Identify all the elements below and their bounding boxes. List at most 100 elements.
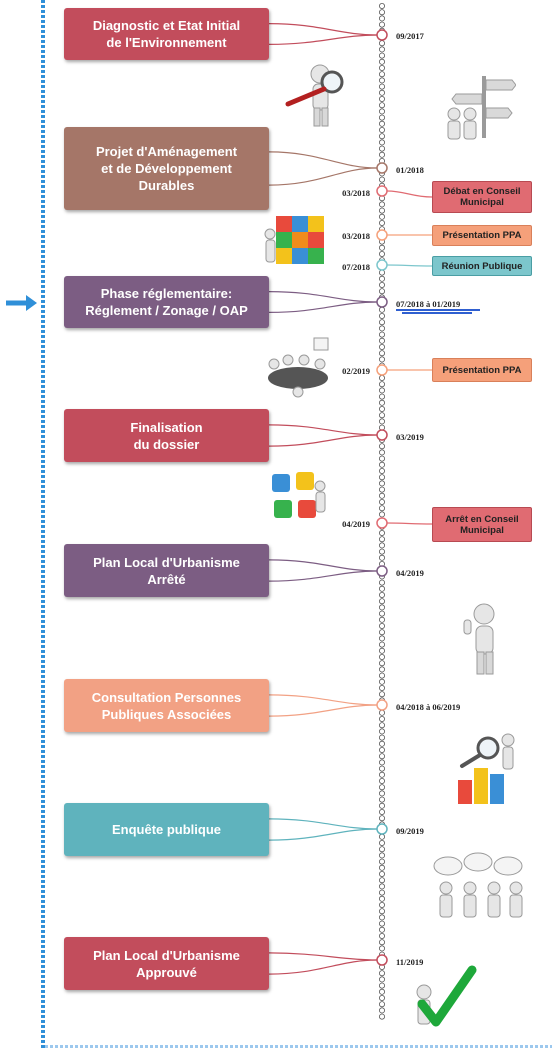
spine-ring [378,3,385,9]
magnifier-chart-icon [458,733,515,804]
spine-ring [378,716,385,723]
phase-connector [268,570,378,582]
event-node [376,185,388,197]
spine-ring [378,647,385,654]
phase-date: 11/2019 [396,957,424,967]
spine-ring [378,58,385,65]
phase-label: Projet d'Aménagement et de Développement… [95,144,238,193]
spine-ring [378,1007,385,1014]
spine-ring [378,908,385,915]
event-node [376,364,388,376]
spine-ring [378,815,385,822]
phase-box-enquete-publique: Enquête publique [64,803,269,856]
spine-ring [378,809,385,816]
spine-ring [378,511,385,518]
spine-ring [378,269,385,276]
spine-ring [378,412,385,419]
spine-ring [378,443,385,450]
spine-ring [378,616,385,623]
spine-ring [378,96,385,103]
spine-ring [378,114,385,121]
spine-ring [378,467,385,474]
spine-ring [378,486,385,493]
phase-connector [268,434,378,447]
phase-box-padd: Projet d'Aménagement et de Développement… [64,127,269,210]
spine-ring [378,982,385,989]
phase-connector [268,291,378,303]
spine-ring [378,176,385,183]
phase-date: 07/2018 à 01/2019 [396,299,461,309]
spine-ring [378,461,385,468]
event-date: 03/2018 [342,188,370,198]
spine-ring [378,455,385,462]
signpost-figures-icon [447,76,516,140]
phase-connector [268,301,378,313]
spine-ring [378,747,385,754]
spine-ring [378,399,385,406]
spine-ring [378,895,385,902]
checkmark-figure-icon [416,965,477,1027]
spine-ring [378,9,385,16]
spine-ring [378,778,385,785]
spine-ring [378,858,385,865]
spine-ring [378,250,385,257]
spine-ring [378,877,385,884]
spine-ring [378,660,385,667]
event-date: 07/2018 [342,262,370,272]
spine-ring [378,635,385,642]
spine-ring [378,120,385,127]
current-phase-arrow-icon [6,295,37,311]
spine-ring [378,381,385,388]
spine-ring [378,201,385,208]
event-node [376,517,388,529]
spine-ring [378,846,385,853]
spine-ring [378,902,385,909]
spine-ring [378,629,385,636]
magnifier-figure-icon [285,64,344,127]
phase-node [376,954,388,966]
spine-ring [378,709,385,716]
event-box-reunion-publique: Réunion Publique [432,256,532,276]
spine-ring [378,592,385,599]
spine-ring [378,728,385,735]
event-date: 04/2019 [342,519,370,529]
spine-ring [378,759,385,766]
event-label: Présentation PPA [442,230,522,241]
spine-ring [378,1013,385,1020]
phase-connector [268,559,378,572]
spine-ring [378,945,385,952]
puzzle-pieces-icon [272,472,326,518]
spine-ring [378,734,385,741]
spine-ring [378,976,385,983]
event-date: 03/2018 [342,231,370,241]
spine-ring [378,219,385,226]
spine-ring [378,933,385,940]
spine-ring [378,474,385,481]
spine-ring [378,641,385,648]
phase-label: Consultation Personnes Publiques Associé… [91,689,242,722]
spine-ring [378,802,385,809]
phase-node [376,296,388,308]
spine-ring [378,83,385,90]
phase-label: Plan Local d'Urbanisme Arrêté [93,554,240,587]
spine-ring [378,889,385,896]
event-node [376,229,388,241]
spine-ring [378,102,385,109]
phase-connector [268,34,378,45]
spine-ring [378,765,385,772]
phase-date: 04/2019 [396,568,424,578]
spine-ring [378,864,385,871]
spine-ring [378,207,385,214]
event-date: 02/2019 [342,366,370,376]
phase-node [376,429,388,441]
event-connector [386,190,433,198]
phase-connector [268,23,378,36]
spine-ring [378,585,385,592]
event-node [376,259,388,271]
event-box-presentation-ppa: Présentation PPA [432,225,532,246]
spine-ring [378,127,385,134]
event-label: Débat en Conseil Municipal [443,186,521,208]
phase-connector [268,818,378,830]
